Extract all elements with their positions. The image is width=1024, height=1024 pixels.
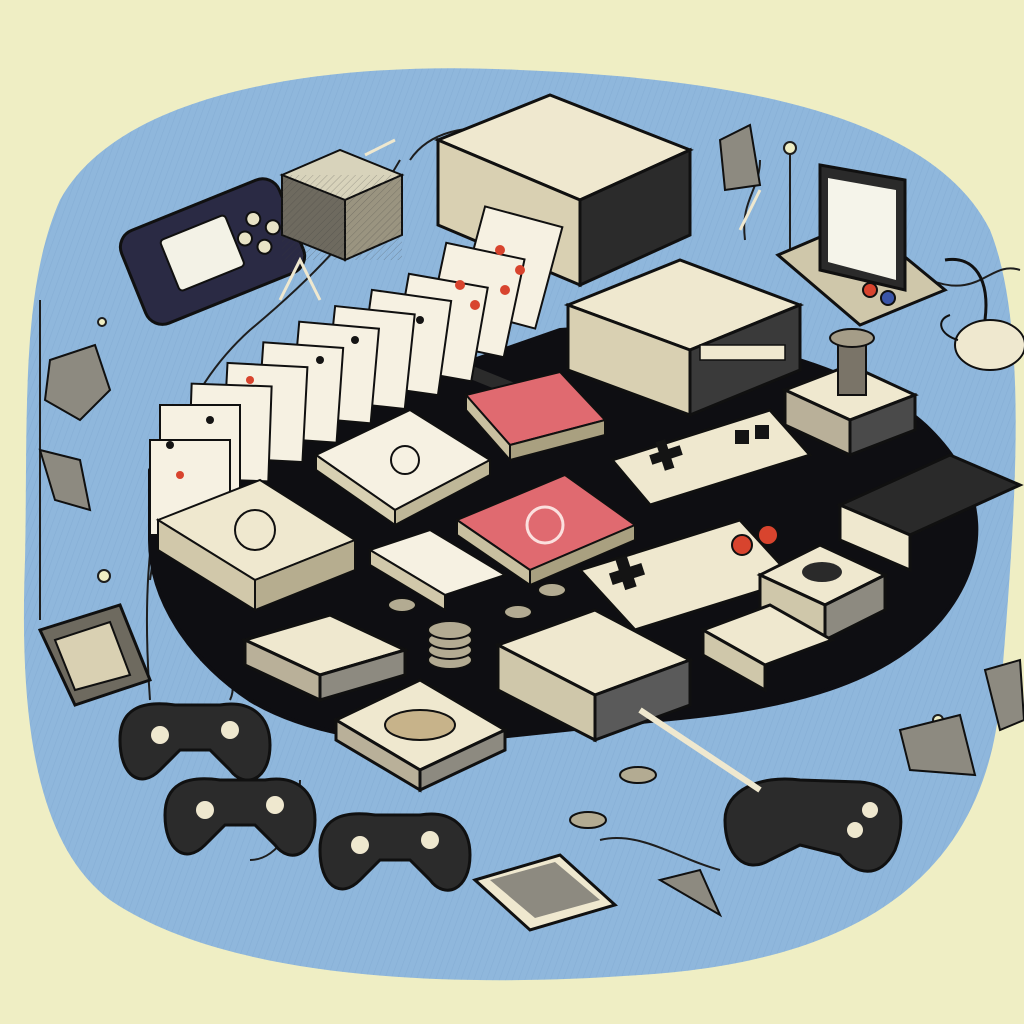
handheld-console-icon bbox=[118, 177, 307, 326]
folded-paper-icon bbox=[38, 123, 1024, 918]
card-pips bbox=[176, 245, 525, 479]
red-card-deck-2-icon bbox=[454, 473, 638, 587]
card-tray-icon bbox=[332, 678, 509, 793]
gamepad-2-icon bbox=[163, 777, 317, 857]
card-deck-icon bbox=[314, 408, 493, 527]
coin-stack-icon bbox=[387, 582, 657, 829]
gamepad-3-icon bbox=[318, 812, 472, 892]
teapot-icon bbox=[940, 257, 1024, 371]
joystick-icon bbox=[781, 328, 919, 458]
mini-cartridge-icon bbox=[472, 853, 618, 932]
playing-card-row-icon bbox=[149, 205, 564, 536]
mini-card-deck-icon bbox=[367, 528, 508, 612]
console-box-left-icon bbox=[240, 613, 410, 703]
device-left-icon bbox=[37, 603, 152, 707]
card-pips-black bbox=[166, 316, 424, 449]
steering-controller-icon bbox=[638, 707, 903, 873]
nes-controller-icon bbox=[609, 408, 813, 507]
retro-console-center-icon bbox=[563, 258, 805, 418]
ornate-cube-icon bbox=[279, 148, 405, 262]
gamepad-icon bbox=[118, 702, 272, 782]
cartridge-icon bbox=[836, 453, 1024, 573]
tall-card-stack-icon bbox=[155, 478, 358, 612]
red-card-deck-icon bbox=[464, 370, 607, 463]
console-box-bottom-icon bbox=[494, 608, 694, 743]
portable-monitor-icon bbox=[775, 163, 948, 327]
arrow-marks bbox=[278, 138, 762, 301]
small-device-icon bbox=[699, 603, 836, 693]
